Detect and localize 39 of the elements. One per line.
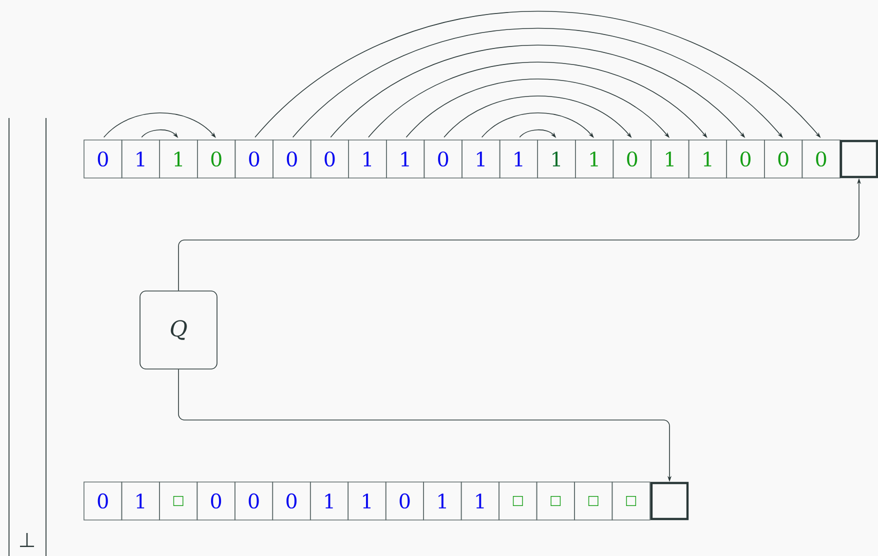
tape-cell: 0 (272, 140, 312, 178)
tape-cell: 1 (537, 140, 576, 178)
tape-cell: 1 (650, 140, 690, 178)
tape-cell: 0 (612, 140, 652, 178)
tape-cell: 0 (234, 482, 274, 520)
tape-cell: 1 (423, 482, 462, 520)
tape-cell: 0 (802, 140, 840, 178)
empty-cell (650, 482, 689, 520)
tape-cell: 0 (726, 140, 765, 178)
tape-cell: 1 (462, 140, 500, 178)
tape-cell: 1 (121, 140, 160, 178)
tape-cell: □ (612, 482, 650, 520)
tape-cell: □ (574, 482, 613, 520)
tape-cell: □ (536, 482, 575, 520)
tape-cell: 0 (84, 140, 122, 178)
tape-cell: 1 (386, 140, 425, 178)
tape-cell: 0 (385, 482, 424, 520)
tape-cell: 1 (348, 482, 386, 520)
tape-cell: 0 (424, 140, 462, 178)
tape-cell: □ (159, 482, 198, 520)
tape-cell: 0 (84, 482, 122, 520)
tape-cell: 1 (499, 140, 538, 178)
tape-cell: 1 (348, 140, 387, 178)
tape-cell: 1 (310, 482, 349, 520)
tape-cell: 0 (197, 140, 236, 178)
tape-cell: 0 (272, 482, 311, 520)
tape-cell: 1 (159, 140, 198, 178)
tape-cell: 0 (764, 140, 803, 178)
tape-cell: □ (498, 482, 538, 520)
tape-cell: 1 (575, 140, 614, 178)
tape-cell: 0 (310, 140, 349, 178)
process-box: Q (140, 290, 218, 370)
tape-cell: 1 (121, 482, 160, 520)
tape-cell: 1 (688, 140, 727, 178)
tape-cell: 1 (460, 482, 500, 520)
tape-cell: 0 (234, 140, 274, 178)
tape-cell: 0 (196, 482, 236, 520)
empty-cell (840, 140, 878, 178)
bottom-symbol: ⊥ (20, 533, 34, 547)
